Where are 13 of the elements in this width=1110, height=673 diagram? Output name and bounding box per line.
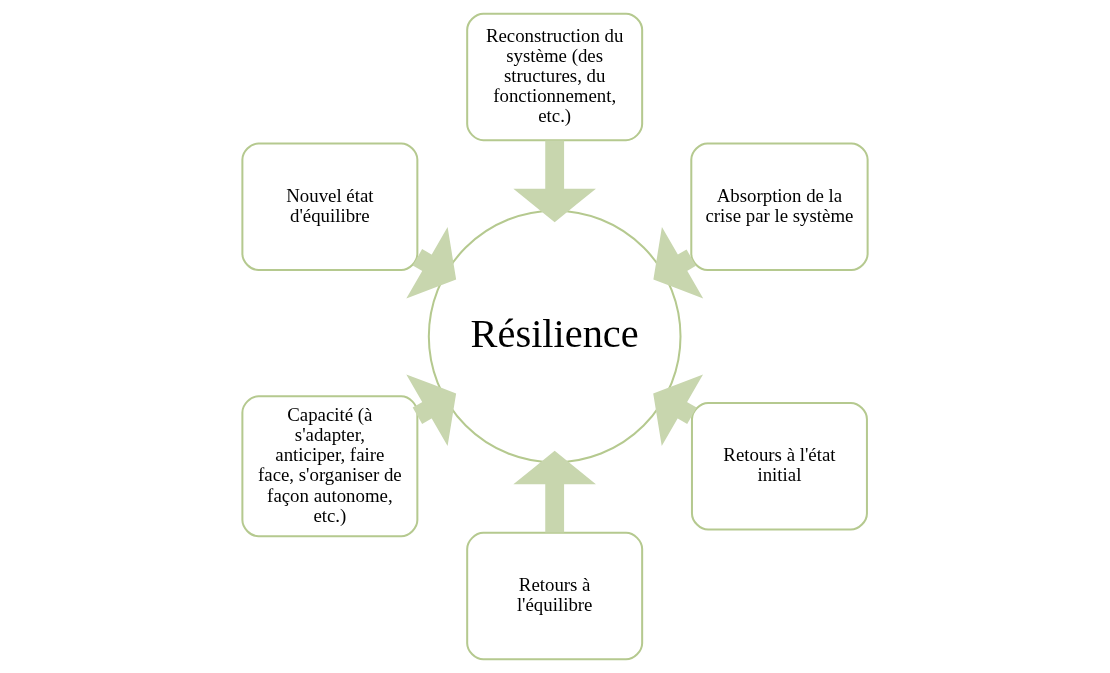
node-box: Absorption de la crise par le système [690,142,869,271]
arrow [513,450,596,533]
arrow [653,226,704,299]
node-circle: Résilience [427,209,682,464]
arrow [406,227,457,299]
node-box: Retours à l'état initial [690,402,868,531]
arrow [653,374,703,446]
node-box: Reconstruction du système (des structures, du fonctionnement, etc.) [466,12,644,142]
arrow [513,140,596,223]
node-box: Capacité (à s'adapter, anticiper, faire face, s'organiser de façon autonome, etc.) [241,395,419,538]
node-box: Nouvel état d'équilibre [241,142,419,271]
node-box: Retours à l'équilibre [466,531,644,661]
arrow [406,374,457,446]
